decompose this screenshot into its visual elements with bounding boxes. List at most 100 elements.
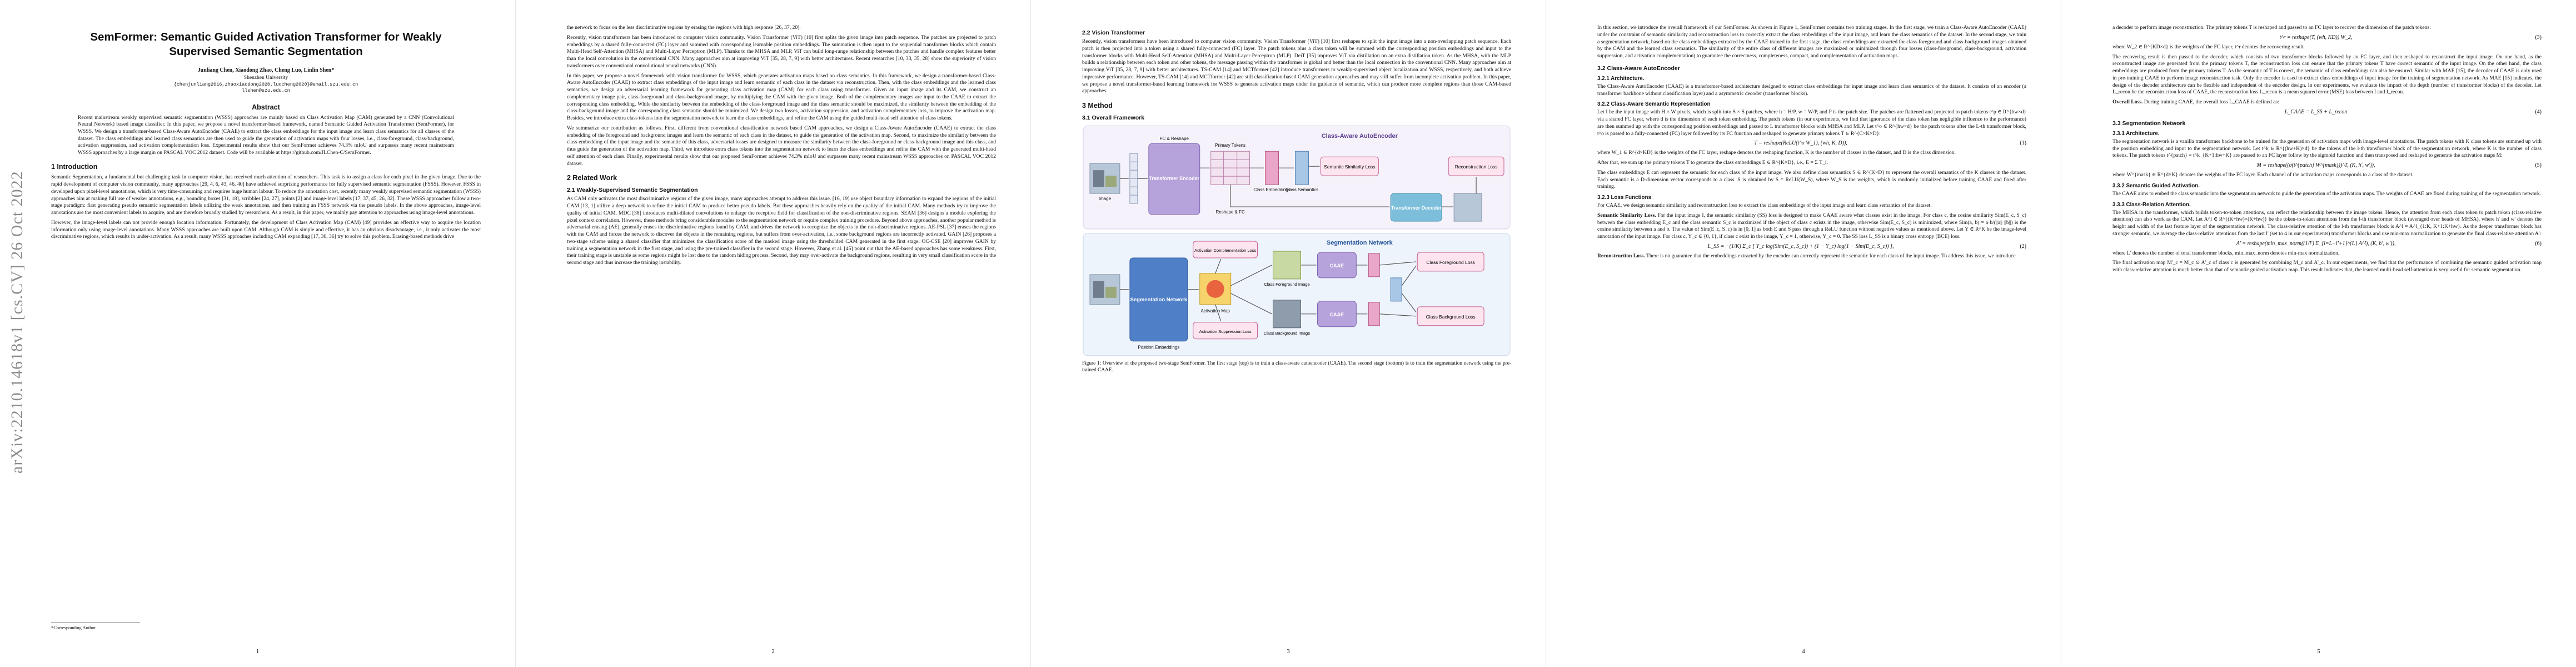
caae-frozen-bg [1317,301,1357,327]
subsubsection-heading: 3.2.1 Architecture. [1597,75,1645,82]
paper-page-4: In this section, we introduce the overal… [1546,0,2061,667]
equation-body: T = reshape(ReLU(t^o W_1), (wh, K, D)), [1754,140,1847,147]
page-number: 3 [1287,648,1290,655]
reconstructed-image-thumb [1453,193,1482,222]
paragraph: In this paper, we propose a novel framew… [567,72,996,122]
paragraph: The final activation map M'_c = M_c ⊙ A'… [2112,260,2542,273]
paragraph: The Class-Aware AutoEncoder (CAAE) is a … [1597,83,2026,97]
page-5-content: a decoder to perform image reconstructio… [2112,24,2542,634]
class-foreground-loss-label: Class Foreground Loss [1426,260,1475,265]
equation-number: (6) [2535,240,2542,247]
paper-page-2: the network to focus on the less discrim… [515,0,1030,667]
subsection-heading: 3.2 Class-Aware AutoEncoder [1597,64,1680,72]
paragraph: As CAM only activates the most discrimin… [567,196,996,266]
paragraph-text: For the input image I, the semantic simi… [1597,212,2026,240]
paragraph: Semantic Similarity Loss. For the input … [1597,212,2026,241]
paragraph: Recently, vision transformers have been … [1082,38,1511,94]
class-foreground-image-label: Class Foreground Image [1264,282,1309,287]
run-in-heading: Semantic Similarity Loss. [1597,212,1656,218]
paragraph: the network to focus on the less discrim… [567,24,801,31]
segmentation-network-label: Segmentation Network [1130,297,1188,303]
fc-reshape-label: FC & Reshape [1160,136,1189,141]
page-4-content: In this section, we introduce the overal… [1597,24,2026,634]
paragraph: Let I be the input image with H × W pixe… [1597,109,2026,137]
subsection-heading: 2.2 Vision Transformer [1082,29,1145,36]
seg-class-semantics [1390,277,1402,302]
section-heading: 3 Method [1082,102,1113,109]
subsection-heading: 2.1 Weakly-Supervised Semantic Segmentat… [567,187,698,194]
run-in-heading: Reconstruction Loss. [1597,252,1645,259]
subsubsection-heading: 3.3.1 Architecture. [2112,130,2160,137]
class-background-image-label: Class Background Image [1264,331,1311,336]
paragraph: For CAAE, we design semantic similarity … [1597,202,1932,208]
equation-4: L_CAAE = L_SS + L_recon (4) [2112,109,2542,115]
paragraph: where L' denotes the number of total tra… [2112,250,2340,256]
affiliation: Shenzhen University [243,75,288,81]
paragraph: The class embeddings E can represent the… [1597,169,2026,190]
paper-title: SemFormer: Semantic Guided Activation Tr… [90,31,442,58]
equation-body: M = reshape((σ(t^{patch} W^{mask}))^T, (… [2256,162,2375,168]
segmentation-network-block [1129,257,1188,342]
patch-token-stack [1129,153,1138,204]
section-heading: 1 Introduction [51,163,98,171]
figure-caption: Figure 1: Overview of the proposed two-s… [1082,361,1511,374]
page-number: 4 [1802,648,1805,655]
figure-1: Image Transformer Encoder FC & Reshape [1082,125,1511,374]
equation-number: (5) [2535,162,2542,168]
class-semantics-bar [1295,151,1309,185]
page-number: 2 [771,648,775,655]
paragraph-text: During training CAAE, the overall loss L… [2144,99,2279,105]
paper-page-3: 2.2 Vision Transformer Recently, vision … [1030,0,1546,667]
caae-bg-label: CAAE [1330,312,1344,317]
abstract-text: Recent mainstream weakly supervised sema… [78,114,454,156]
primary-tokens-label: Primary Tokens [1215,143,1245,148]
paragraph: In this section, we introduce the overal… [1597,24,2026,59]
image-label: Image [1099,196,1112,201]
framework-diagram: Image Transformer Encoder FC & Reshape [1083,125,1511,356]
equation-number: (4) [2535,108,2542,115]
email-line: {chenjunliang2016,zhaoxiaodong2020,luoch… [173,81,358,87]
run-in-heading: Overall Loss. [2112,99,2143,105]
arxiv-identifier: arXiv:2210.14618v1 [cs.CV] 26 Oct 2022 [8,171,26,474]
equation-1: T = reshape(ReLU(t^o W_1), (wh, K, D)), … [1597,140,2026,146]
paper-page-1: arXiv:2210.14618v1 [cs.CV] 26 Oct 2022 S… [0,0,515,667]
semantic-similarity-loss-box [1320,156,1379,176]
reconstruction-loss-label: Reconstruction Loss [1455,164,1498,170]
paragraph: Semantic Segmentation, a fundamental but… [51,174,481,216]
segmentation-panel [1083,233,1511,356]
semantic-similarity-loss-label: Semantic Similarity Loss [1324,164,1375,170]
segmentation-panel-title: Segmentation Network [1327,240,1393,246]
equation-number: (1) [2020,140,2026,147]
activation-complementation-loss-label: Activation Complementation Loss [1194,248,1256,253]
paragraph-text: There is no guarantee that the embedding… [1646,252,2016,259]
paper-page-5: a decoder to perform image reconstructio… [2061,0,2576,667]
paragraph: The MHSA in the transformer, which build… [2112,209,2542,237]
section-heading: 2 Related Work [567,174,617,182]
paragraph: Recently, vision transformers has been i… [567,34,996,69]
equation-body: L_SS = −(1/K) Σ_c [ Y_c log(Sim(E_c, S_c… [1707,243,1894,250]
paragraph: However, the image-level labels can not … [51,219,481,240]
paragraph: The recovering result is then passed to … [2112,53,2542,96]
fg-class-embeddings [1368,253,1380,277]
bg-class-embeddings [1368,302,1380,326]
class-background-image-thumb [1273,300,1301,328]
class-embeddings-bar [1265,151,1279,185]
page-1-content: SemFormer: Semantic Guided Activation Tr… [51,24,481,634]
author-list: Junliang Chen, Xiaodong Zhao, Cheng Luo,… [197,67,335,74]
footnote: *Corresponding Author [51,623,140,630]
paragraph: Reconstruction Loss. There is no guarant… [1597,253,2026,260]
page-number: 5 [2317,648,2320,655]
subsubsection-heading: 3.2.2 Class-Aware Semantic Representatio… [1597,101,1711,108]
activation-suppression-loss-box [1193,322,1258,340]
paragraph: The CAAE aims to embed the class semanti… [2112,190,2542,197]
class-foreground-loss-box [1417,252,1484,272]
equation-5: M = reshape((σ(t^{patch} W^{mask}))^T, (… [2112,162,2542,168]
paragraph: where W_2 ∈ R^{KD×d} is the weights of t… [2112,43,2305,50]
transformer-decoder-block [1390,193,1442,222]
page-2-content: the network to focus on the less discrim… [567,24,996,634]
transformer-encoder-block [1148,143,1200,215]
primary-tokens-grid [1210,151,1250,185]
subsubsection-heading: 3.3.3 Class-Relation Attention. [2112,201,2191,208]
transformer-decoder-label: Transformer Decoder [1391,205,1442,211]
class-foreground-image-thumb [1273,251,1301,280]
